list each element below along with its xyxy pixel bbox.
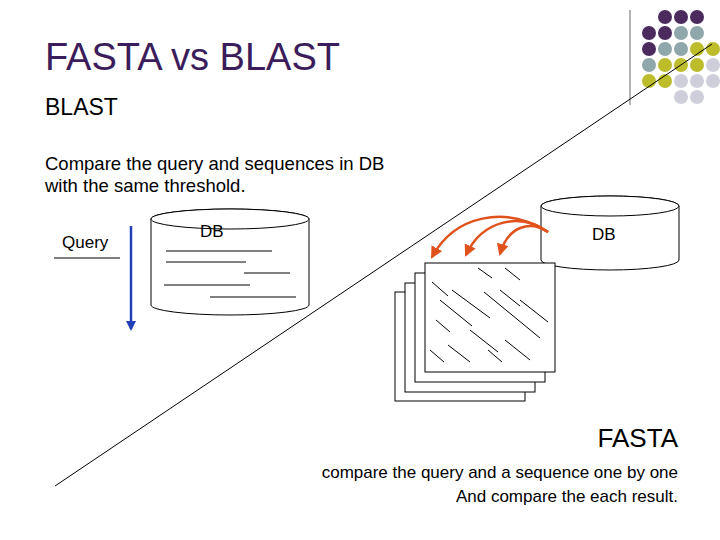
description-text: Compare the query and sequences in DB wi… (45, 153, 385, 197)
node-label: DB (592, 225, 616, 245)
section-heading: FASTA (450, 423, 678, 453)
diagonal-separator (55, 44, 712, 486)
dotplot-pages (395, 263, 555, 401)
scan-arrow (130, 226, 133, 329)
cylinder-body (541, 196, 679, 270)
slide-title: FASTA vs BLAST (45, 36, 340, 79)
cylinder-outline (150, 208, 310, 316)
section-heading: BLAST (45, 93, 245, 121)
dot-grid (642, 10, 720, 104)
compare-arrows (432, 217, 548, 257)
database-cylinder: DB (150, 208, 310, 316)
query-sequence-line (54, 257, 120, 258)
database-cylinder: DB (540, 195, 680, 271)
cylinder-top (541, 196, 679, 216)
cylinder-body (151, 209, 309, 315)
query-label: Query (62, 233, 122, 253)
description-text: compare the query and a sequence one by … (306, 461, 678, 509)
node-label: DB (200, 222, 224, 242)
dotplot-diagonals (430, 268, 548, 362)
cylinder-top (151, 209, 309, 229)
divider-line (629, 10, 631, 105)
